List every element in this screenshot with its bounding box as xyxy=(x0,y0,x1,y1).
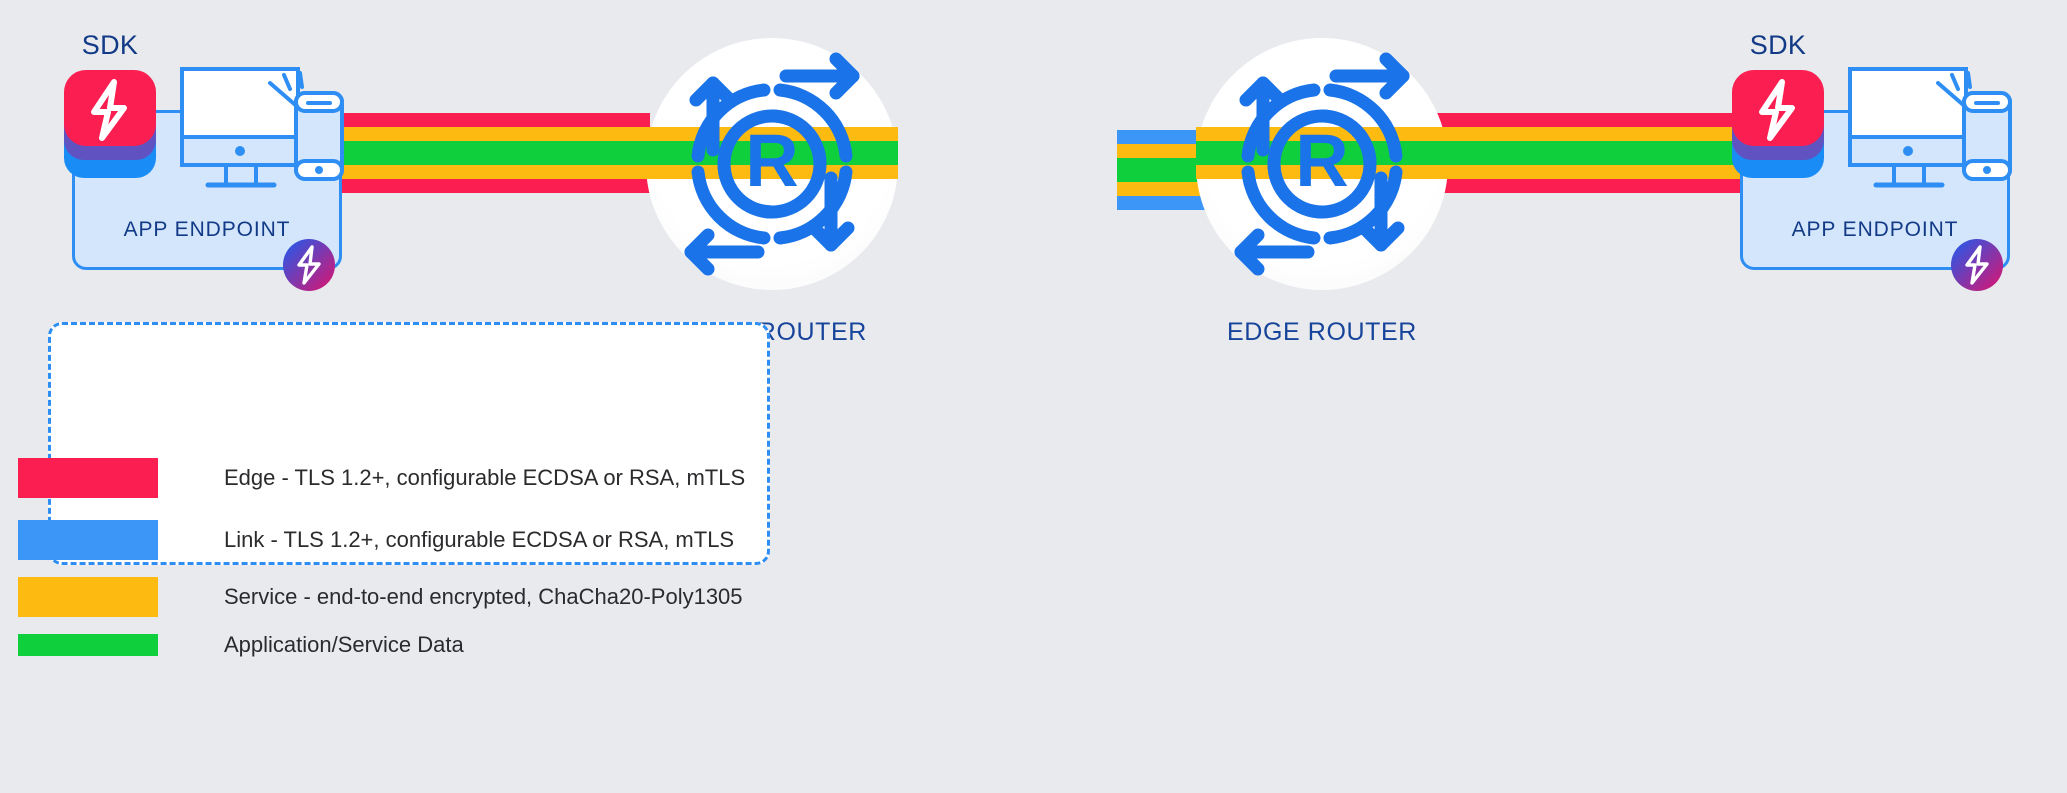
router-label-right: EDGE ROUTER xyxy=(1227,318,1417,346)
edge-swatch xyxy=(18,458,158,498)
router-icon-left[interactable]: R xyxy=(646,38,898,290)
router-icon-right[interactable]: R xyxy=(1196,38,1448,290)
legend-panel xyxy=(48,322,770,565)
band-data-right xyxy=(1420,141,1740,165)
legend-item-edge: Edge - TLS 1.2+, configurable ECDSA or R… xyxy=(18,458,745,498)
service-swatch xyxy=(18,577,158,617)
legend-item-service: Service - end-to-end encrypted, ChaCha20… xyxy=(18,577,743,617)
ziti-badge-icon-right xyxy=(1951,239,2003,291)
band-service-right-top xyxy=(1420,127,1740,141)
svg-text:R: R xyxy=(1295,119,1348,202)
band-edge-right-bottom xyxy=(1420,179,1740,193)
application-swatch xyxy=(18,634,158,656)
band-data-left xyxy=(340,141,650,165)
legend-label-application: Application/Service Data xyxy=(224,632,464,657)
band-edge-right-top xyxy=(1420,113,1740,127)
band-data-through-router-right xyxy=(1196,141,1448,165)
band-edge-left-bottom xyxy=(340,179,650,193)
app-endpoint-label-left: APP ENDPOINT xyxy=(123,218,291,241)
ziti-badge-icon-left xyxy=(283,239,335,291)
workstation-icon-right xyxy=(1848,67,2012,188)
band-edge-left-top xyxy=(340,113,650,127)
workstation-icon-left xyxy=(180,67,344,188)
legend-item-application: Application/Service Data xyxy=(18,632,464,658)
sdk-label-left: SDK xyxy=(81,30,139,60)
app-endpoint-label-right: APP ENDPOINT xyxy=(1791,218,1959,241)
legend-label-link: Link - TLS 1.2+, configurable ECDSA or R… xyxy=(224,527,735,552)
sdk-label-right: SDK xyxy=(1749,30,1807,60)
legend-label-service: Service - end-to-end encrypted, ChaCha20… xyxy=(224,584,743,609)
legend-label-edge: Edge - TLS 1.2+, configurable ECDSA or R… xyxy=(224,465,746,490)
band-service-left-bottom xyxy=(340,165,650,179)
sdk-stack-icon-right xyxy=(1732,70,1824,178)
band-service-right-bottom xyxy=(1420,165,1740,179)
sdk-stack-icon-left xyxy=(64,70,156,178)
link-swatch xyxy=(18,520,158,560)
svg-text:R: R xyxy=(745,119,798,202)
band-data-through-router-left xyxy=(646,141,898,165)
band-service-left-top xyxy=(340,127,650,141)
legend-item-link: Link - TLS 1.2+, configurable ECDSA or R… xyxy=(18,520,734,560)
